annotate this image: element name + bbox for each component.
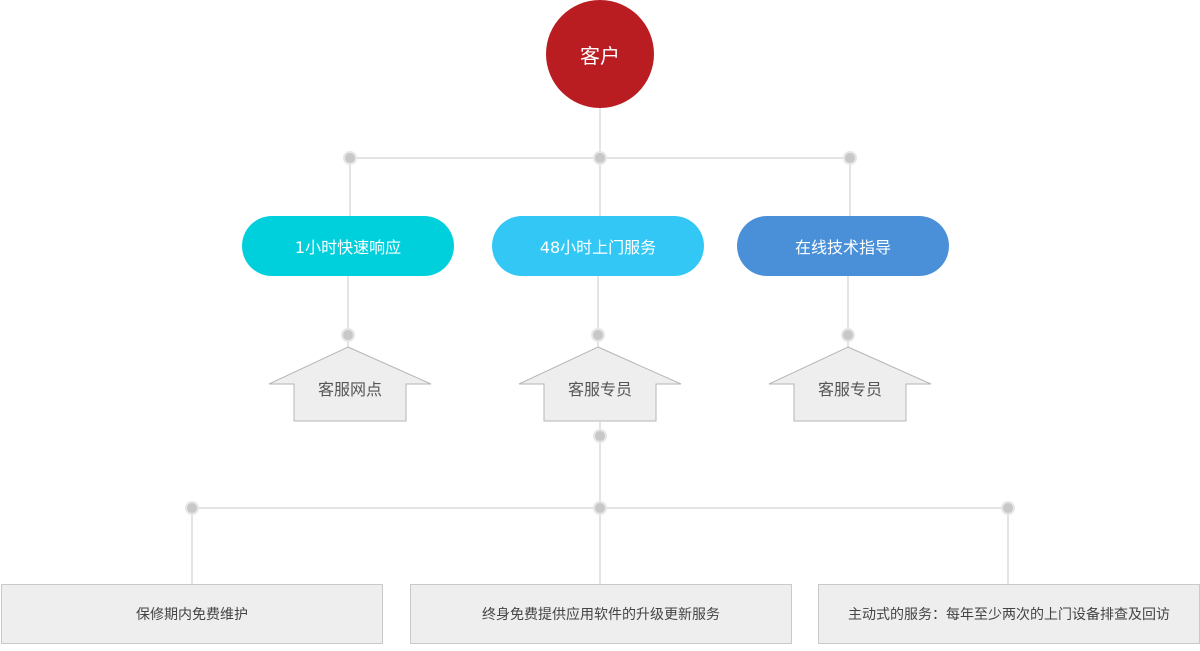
house-shape-2 (518, 346, 682, 422)
benefit-box-1: 保修期内免费维护 (1, 584, 383, 644)
house-shape-1 (268, 346, 432, 422)
customer-label: 客户 (580, 43, 620, 68)
service-label-1: 1小时快速响应 (294, 238, 402, 257)
dot-bottom-right (1001, 501, 1015, 515)
dot-mid-center (591, 328, 605, 342)
dot-bottom-center (593, 501, 607, 515)
benefit-label-1: 保修期内免费维护 (136, 607, 248, 623)
service-pill-3: 在线技术指导 (737, 216, 949, 276)
service-point-label-2: 客服专员 (567, 380, 632, 399)
dot-house-bottom (593, 429, 607, 443)
service-label-2: 48小时上门服务 (539, 238, 657, 257)
service-point-label-1: 客服网点 (317, 380, 382, 399)
house-shape-3 (768, 346, 932, 422)
benefit-box-2: 终身免费提供应用软件的升级更新服务 (410, 584, 792, 644)
service-pill-2: 48小时上门服务 (492, 216, 704, 276)
benefit-label-3: 主动式的服务：每年至少两次的上门设备排查及回访 (848, 607, 1170, 623)
dot-mid-left (341, 328, 355, 342)
benefit-box-3: 主动式的服务：每年至少两次的上门设备排查及回访 (818, 584, 1200, 644)
service-label-3: 在线技术指导 (794, 238, 891, 257)
dot-top-left (343, 151, 357, 165)
service-point-label-3: 客服专员 (817, 380, 882, 399)
dot-mid-right (841, 328, 855, 342)
dot-top-right (843, 151, 857, 165)
service-pill-1: 1小时快速响应 (242, 216, 454, 276)
dot-top-center (593, 151, 607, 165)
benefit-label-2: 终身免费提供应用软件的升级更新服务 (482, 607, 720, 623)
dot-bottom-left (185, 501, 199, 515)
customer-node: 客户 (546, 0, 654, 108)
